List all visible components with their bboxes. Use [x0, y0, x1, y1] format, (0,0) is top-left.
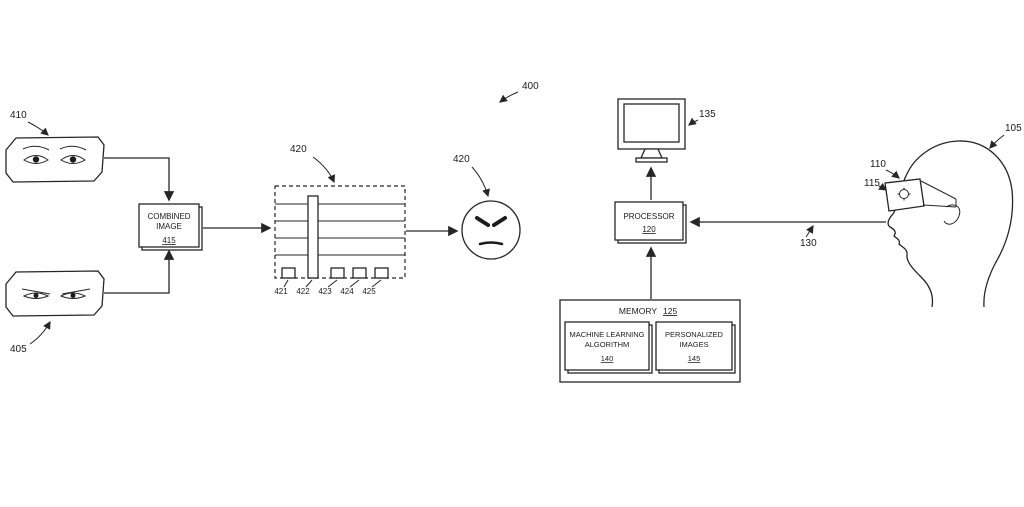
bar-424: [352, 267, 367, 279]
angry-left-eye-icon: [475, 216, 490, 227]
pi-line1: PERSONALIZED: [665, 330, 724, 339]
figure-ref-400: 400: [499, 81, 539, 103]
ref-105-label: 105: [1005, 123, 1022, 134]
eye-strip-405: 405: [5, 270, 105, 355]
memory-box-125: MEMORY 125 MACHINE LEARNING ALGORITHM 14…: [559, 299, 741, 383]
face-outline: [461, 200, 521, 260]
right-eyebrow-icon: [59, 145, 87, 151]
ref-420-face-label: 420: [453, 154, 470, 165]
combined-image-line1: COMBINED: [147, 212, 190, 221]
ref-135-arrow: [688, 117, 699, 126]
bar-423: [330, 267, 345, 279]
combined-image-ref: 415: [162, 236, 176, 245]
ref-405-label: 405: [10, 344, 27, 355]
glasses-lens-icon: [897, 187, 911, 201]
angry-right-eye-icon: [492, 216, 507, 227]
figure-ref-label: 400: [522, 81, 539, 92]
ref-130-label: 130: [800, 238, 817, 249]
glasses-front-lens: [884, 178, 925, 212]
bar-425: [374, 267, 389, 279]
ref-420-histogram-label: 420: [290, 144, 307, 155]
histogram-grid: [275, 203, 405, 256]
ref-105-arrow: [989, 134, 1005, 149]
bar-ref-425: 425: [362, 287, 376, 296]
ml-algorithm-box-140: MACHINE LEARNING ALGORITHM 140: [564, 321, 653, 374]
memory-ref: 125: [663, 306, 677, 316]
pi-frame: [655, 321, 733, 371]
histogram-frame: [274, 185, 406, 279]
glasses-temple-arm: [920, 180, 957, 208]
ref-405-arrow: [29, 320, 51, 345]
ref-115-label: 115: [864, 178, 880, 189]
right-pupil-icon: [69, 156, 77, 163]
monitor-base: [635, 157, 668, 163]
bar-422: [307, 195, 319, 279]
personalized-images-box-145: PERSONALIZED IMAGES 145: [655, 321, 736, 374]
ref-115-arrow: [878, 182, 887, 191]
right-pupil-icon: [70, 293, 76, 298]
combined-image-frame: [138, 203, 200, 248]
figure-ref-arrow: [499, 91, 519, 103]
ref-410-label: 410: [10, 110, 27, 121]
ref-410-arrow: [27, 121, 49, 136]
processor-box-120: PROCESSOR 120: [614, 201, 687, 244]
ear-icon: [943, 204, 961, 225]
ref-420-face-arrow: [471, 166, 490, 198]
histogram-420: 420 421 422 423 424 425: [274, 144, 406, 296]
monitor-135: 135: [617, 98, 716, 163]
ml-ref: 140: [601, 354, 614, 363]
head-outline: [887, 140, 1014, 308]
ml-line1: MACHINE LEARNING: [569, 330, 644, 339]
ar-glasses-110: 110 115: [864, 159, 957, 212]
pi-ref: 145: [688, 354, 701, 363]
bus-ref-130: 130: [800, 224, 817, 249]
left-pupil-icon: [33, 293, 39, 298]
monitor-screen: [623, 103, 680, 143]
angry-face-420: 420: [453, 154, 521, 260]
combined-image-line2: IMAGE: [156, 222, 182, 231]
right-eye-icon: [59, 292, 87, 299]
pi-line2: IMAGES: [679, 340, 708, 349]
bar-ref-422: 422: [296, 287, 310, 296]
processor-frame: [614, 201, 684, 241]
monitor-stand: [639, 148, 664, 159]
ref-130-arrow: [805, 224, 814, 238]
ref-420-histogram-arrow: [312, 156, 335, 184]
bar-ref-421: 421: [274, 287, 288, 296]
connector-405-to-415: [104, 249, 175, 294]
processor-ref: 120: [642, 225, 656, 234]
ref-135-label: 135: [699, 109, 716, 120]
frown-mouth-icon: [478, 241, 504, 246]
ref-110-label: 110: [870, 159, 886, 170]
bar-421: [281, 267, 296, 279]
processor-label: PROCESSOR: [623, 212, 674, 221]
memory-label: MEMORY: [619, 306, 657, 316]
eye-strip-405-frame: [5, 270, 105, 317]
head-profile-105: 105: [887, 123, 1022, 308]
bar-ref-424: 424: [340, 287, 354, 296]
left-lid-icon: [21, 288, 51, 295]
eye-strip-410: 410: [5, 110, 105, 183]
ml-line2: ALGORITHM: [585, 340, 630, 349]
left-pupil-icon: [32, 156, 40, 163]
connector-410-to-415: [104, 157, 175, 202]
eye-strip-410-frame: [5, 136, 105, 183]
right-eye-icon: [60, 155, 86, 164]
left-eye-icon: [22, 292, 50, 299]
left-eye-icon: [23, 155, 49, 164]
left-eyebrow-icon: [22, 145, 50, 151]
bar-ref-labels: 421 422 423 424 425: [274, 279, 382, 296]
combined-image-box: COMBINED IMAGE 415: [138, 203, 203, 251]
ref-110-arrow: [885, 169, 900, 179]
histogram-bars: [281, 195, 389, 279]
bar-ref-423: 423: [318, 287, 332, 296]
ml-frame: [564, 321, 650, 371]
right-lid-icon: [61, 288, 91, 295]
